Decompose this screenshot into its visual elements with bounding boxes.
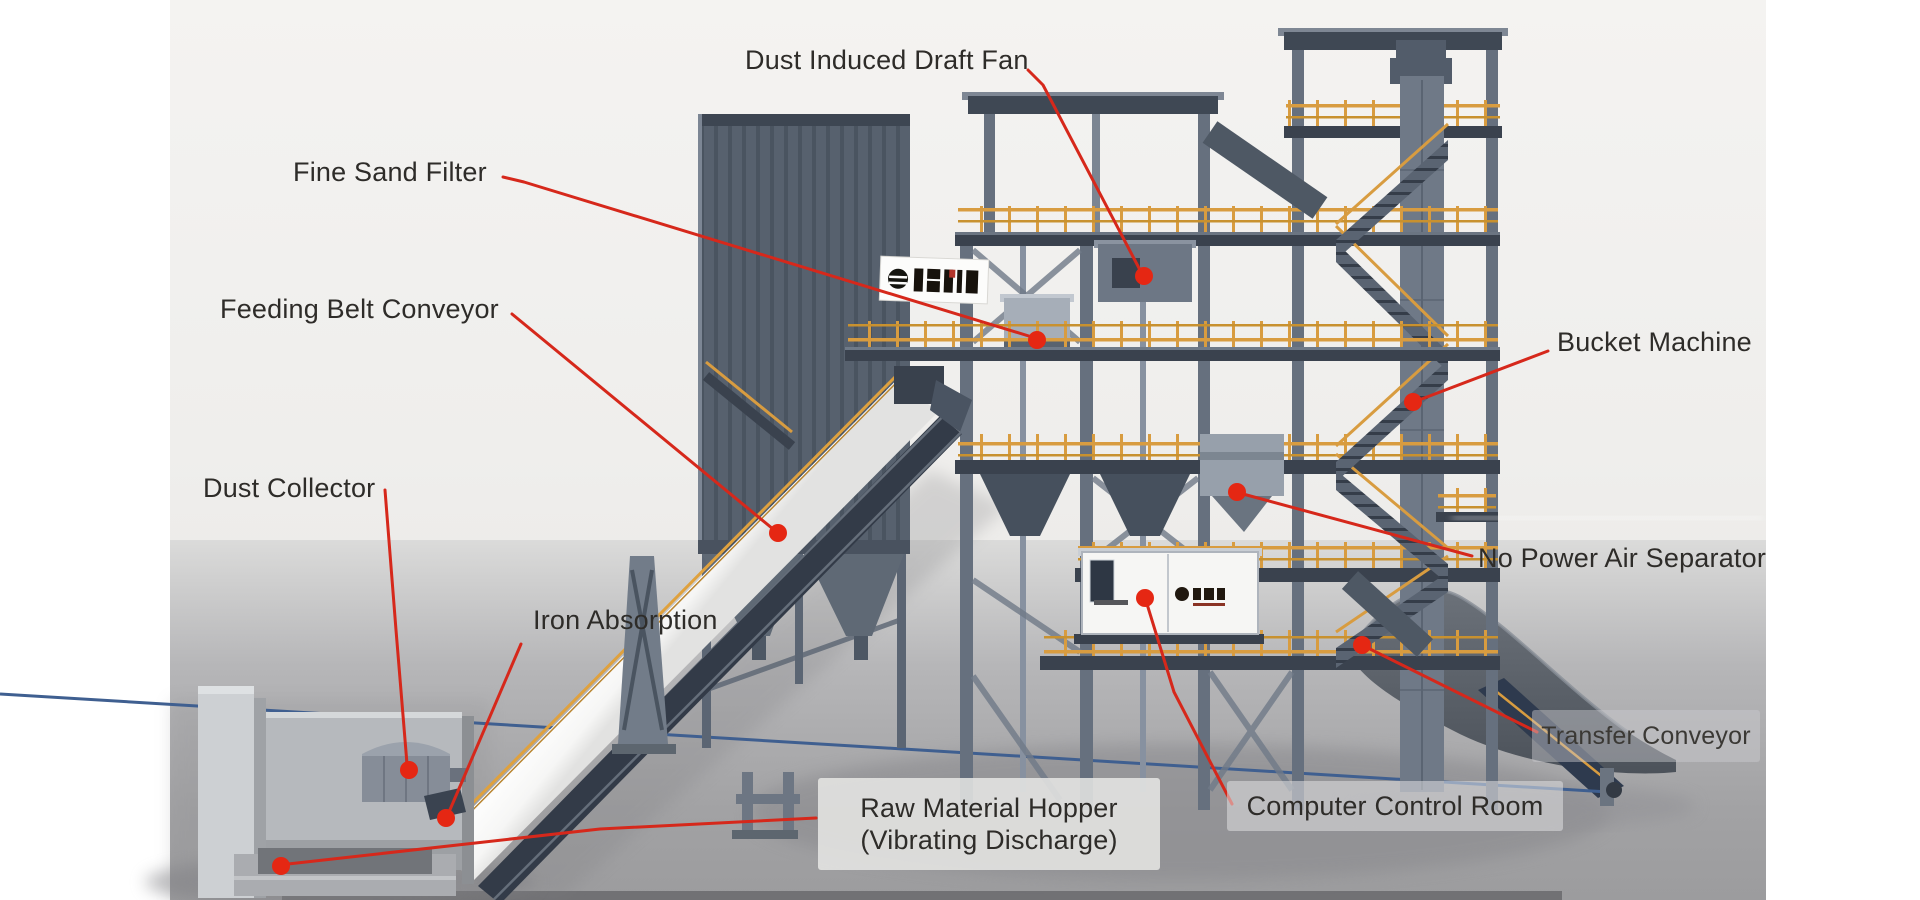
- discharge-chute: [1341, 571, 1434, 657]
- dot-no-power-air-separator: [1228, 483, 1246, 501]
- control-room: [1074, 548, 1264, 644]
- leader-dust-collector: [383, 488, 409, 766]
- silo-logo-banner: [878, 255, 990, 305]
- transfer-belt-truss: [1478, 678, 1624, 798]
- flare-streak: [1452, 516, 1762, 520]
- top-transfer-chute: [1202, 121, 1328, 219]
- leader-bucket-machine: [1417, 349, 1550, 402]
- leader-transfer-conveyor: [1366, 646, 1539, 734]
- leader-fine-sand-filter: [501, 175, 1034, 339]
- control-room-logo: [1094, 587, 1225, 606]
- conveyor-belt: [434, 380, 938, 880]
- leader-no-power-air-separator: [1241, 492, 1474, 558]
- conveyor-railing: [434, 370, 902, 842]
- dot-feeding-belt-conveyor: [769, 524, 787, 542]
- leader-dust-induced-draft-fan: [1026, 68, 1142, 272]
- tower-penthouse: [962, 92, 1224, 234]
- dot-raw-material-hopper: [272, 857, 290, 875]
- conveyor-support: [612, 556, 676, 754]
- leader-iron-absorption: [447, 642, 523, 814]
- bucket-elevator-tower-top: [1278, 28, 1508, 138]
- conveyor-pedestal: [732, 772, 800, 839]
- leader-feeding-belt-conveyor: [510, 312, 775, 531]
- dot-fine-sand-filter: [1028, 331, 1046, 349]
- dot-dust-induced-draft-fan: [1135, 267, 1153, 285]
- dot-bucket-machine: [1404, 393, 1422, 411]
- leader-raw-material-hopper: [286, 816, 818, 866]
- leader-computer-control-room: [1145, 602, 1234, 806]
- silo-walkway: [702, 321, 1500, 450]
- dot-iron-absorption: [437, 809, 455, 827]
- dot-computer-control-room: [1136, 589, 1154, 607]
- dot-transfer-conveyor: [1353, 636, 1371, 654]
- storage-hoppers: [980, 474, 1190, 536]
- dot-dust-collector: [400, 761, 418, 779]
